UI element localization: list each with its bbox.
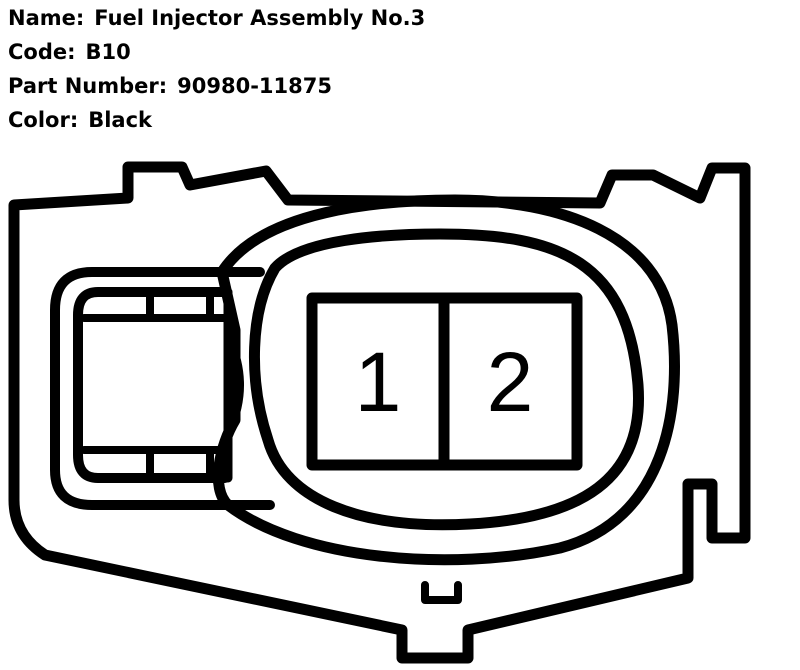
part-number-label: Part Number:	[8, 74, 168, 98]
code-label: Code:	[8, 40, 76, 64]
part-number-value: 90980-11875	[177, 74, 332, 98]
pin-1-label: 1	[355, 335, 402, 429]
connector-info: Name: Fuel Injector Assembly No.3 Code: B1…	[8, 2, 425, 138]
color-value: Black	[88, 108, 153, 132]
code-row: Code: B10	[8, 36, 425, 70]
part-number-row: Part Number: 90980-11875	[8, 70, 425, 104]
housing-inner-band	[212, 194, 680, 566]
color-row: Color: Black	[8, 104, 425, 138]
connector-housing-outline	[8, 161, 751, 664]
pin-2-label: 2	[487, 335, 534, 429]
name-value: Fuel Injector Assembly No.3	[94, 6, 426, 30]
side-latch-inner	[73, 287, 230, 483]
side-latch-bump	[226, 336, 244, 434]
code-value: B10	[85, 40, 131, 64]
name-row: Name: Fuel Injector Assembly No.3	[8, 2, 425, 36]
name-label: Name:	[8, 6, 85, 30]
lock-tab-notch	[421, 581, 462, 604]
connector-face	[248, 228, 644, 531]
color-label: Color:	[8, 108, 79, 132]
side-latch-outer	[50, 267, 275, 510]
